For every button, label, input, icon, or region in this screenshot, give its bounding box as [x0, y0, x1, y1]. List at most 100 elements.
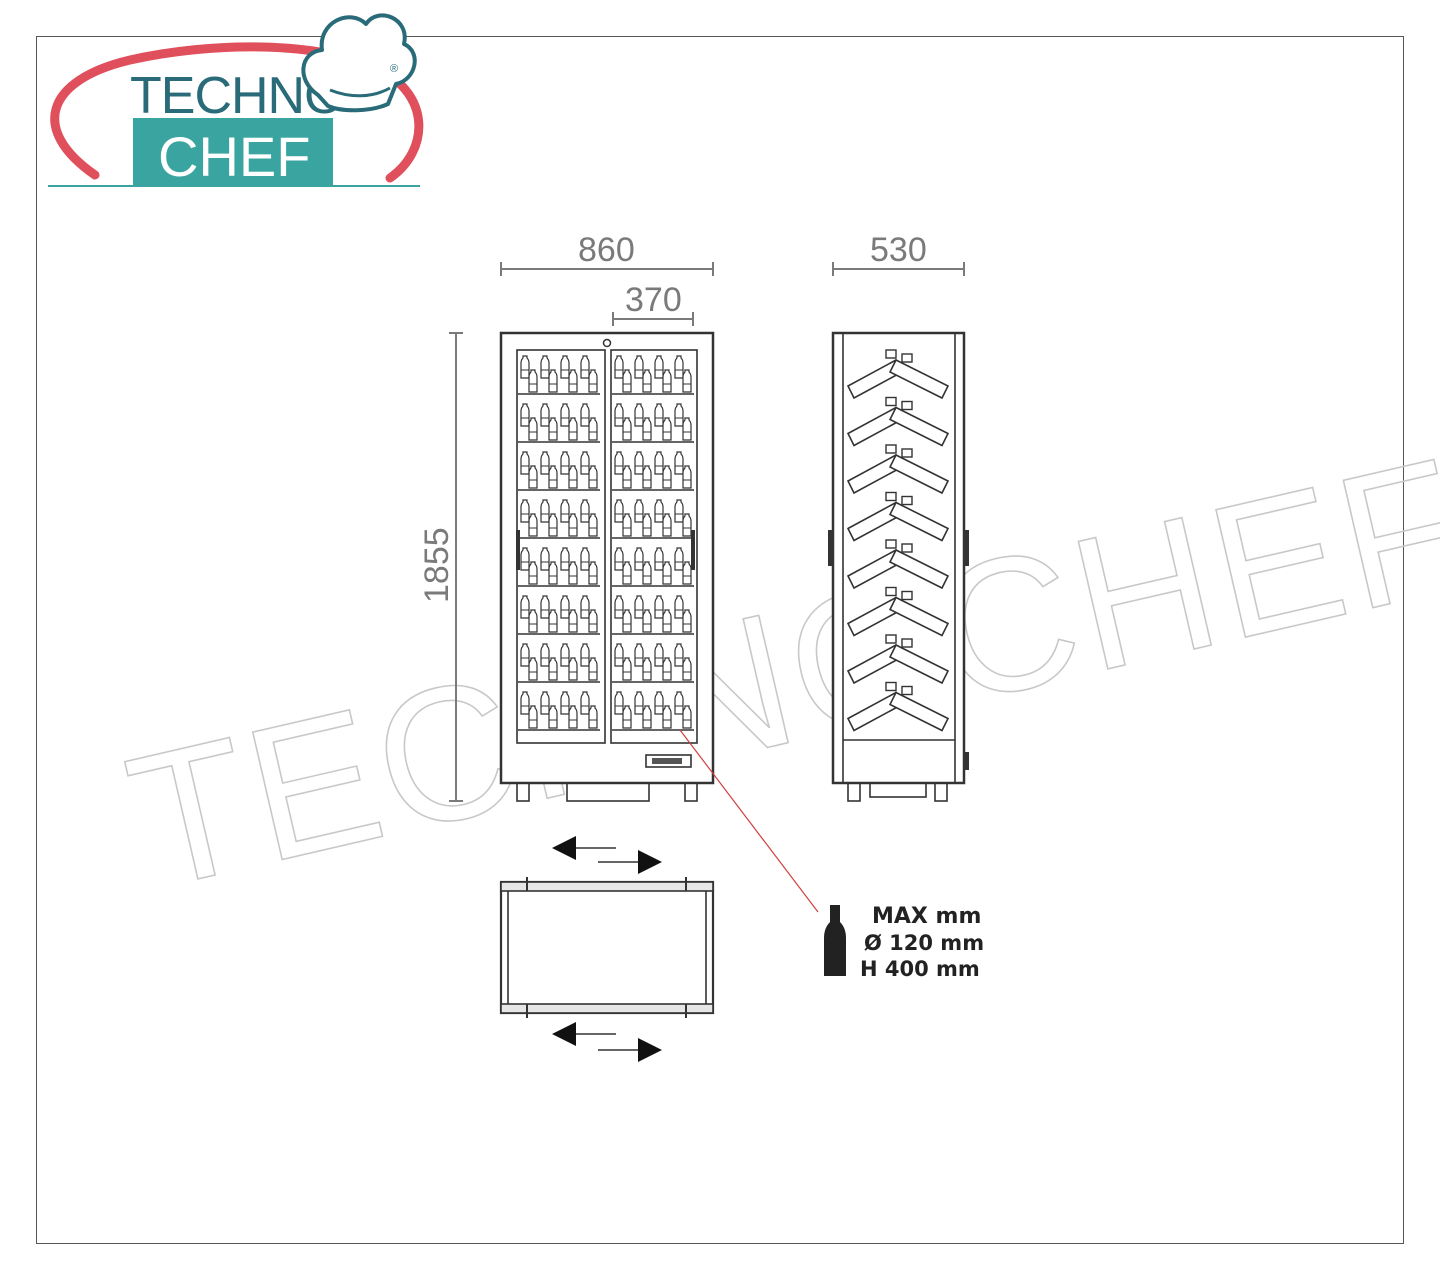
bottle-shape	[654, 403, 664, 427]
bottle-shape	[622, 513, 632, 537]
bottle-shape	[520, 643, 530, 667]
bottle-shape	[682, 609, 692, 633]
left-door-handle	[516, 530, 520, 570]
bottle-shape	[548, 465, 558, 489]
side-base-plinth	[869, 782, 927, 798]
front-foot-left	[516, 782, 530, 802]
bottle-icon	[824, 905, 846, 976]
bottle-shape	[560, 691, 570, 715]
bottle-shape	[580, 547, 590, 571]
front-bottle-racks	[518, 355, 694, 731]
bottle-shape	[568, 705, 578, 729]
bottle-shape	[662, 369, 672, 393]
bottle-shape	[528, 609, 538, 633]
bottle-shape	[674, 403, 684, 427]
bottle-shape	[580, 355, 590, 379]
bottle-shape	[528, 513, 538, 537]
bottle-shape	[568, 417, 578, 441]
bottle-shape	[622, 465, 632, 489]
bottle-shape	[548, 609, 558, 633]
leader-line	[679, 729, 819, 913]
bottle-spec-line3: H 400 mm	[860, 957, 980, 981]
logo-registered-mark: ®	[390, 63, 398, 75]
bottle-shape	[520, 691, 530, 715]
bottle-shape	[654, 643, 664, 667]
bottle-shape	[540, 403, 550, 427]
lock-icon	[602, 338, 612, 348]
bottle-shape	[614, 643, 624, 667]
bottle-shape	[580, 451, 590, 475]
bottle-shape	[548, 561, 558, 585]
bottle-shape	[588, 417, 598, 441]
bottle-shape	[560, 355, 570, 379]
bottle-shape	[588, 465, 598, 489]
bottle-shape	[634, 595, 644, 619]
dimension-lines	[449, 262, 965, 802]
bottle-shape	[548, 657, 558, 681]
bottle-shape	[588, 561, 598, 585]
bottle-shape	[614, 595, 624, 619]
side-handle-right	[964, 530, 969, 566]
bottle-shape	[588, 657, 598, 681]
bottle-shape	[674, 547, 684, 571]
bottle-shape	[540, 547, 550, 571]
bottle-shape	[520, 451, 530, 475]
bottle-shape	[528, 465, 538, 489]
bottle-shape	[622, 705, 632, 729]
bottle-shape	[622, 561, 632, 585]
bottle-shape	[520, 499, 530, 523]
bottle-shape	[642, 657, 652, 681]
bottle-shape	[654, 691, 664, 715]
bottle-shape	[674, 643, 684, 667]
bottle-shape	[674, 451, 684, 475]
bottle-shape	[662, 513, 672, 537]
bottle-shape	[674, 595, 684, 619]
bottle-shape	[528, 369, 538, 393]
bottle-shape	[674, 355, 684, 379]
bottle-shape	[642, 609, 652, 633]
dimension-depth-label: 530	[870, 231, 927, 269]
bottle-shape	[548, 513, 558, 537]
bottle-shape	[528, 417, 538, 441]
bottle-spec-line1: MAX mm	[872, 904, 981, 929]
bottle-shape	[568, 609, 578, 633]
right-door-glass	[610, 349, 698, 744]
bottle-shape	[642, 417, 652, 441]
bottle-shape	[654, 499, 664, 523]
front-foot-right	[684, 782, 698, 802]
bottle-shape	[642, 369, 652, 393]
bottle-shape	[682, 465, 692, 489]
bottle-shape	[588, 705, 598, 729]
bottle-shape	[614, 451, 624, 475]
bottle-shape	[662, 705, 672, 729]
bottle-shape	[614, 499, 624, 523]
bottle-shape	[662, 417, 672, 441]
bottle-shape	[588, 369, 598, 393]
bottle-shape	[662, 561, 672, 585]
bottle-shape	[634, 499, 644, 523]
bottle-shape	[568, 465, 578, 489]
bottle-shape	[540, 595, 550, 619]
bottle-shape	[580, 595, 590, 619]
bottle-shape	[528, 705, 538, 729]
drawing-frame	[36, 36, 1404, 1244]
side-view	[828, 331, 969, 802]
arrow-right-icon	[598, 1038, 662, 1062]
bottle-shape	[634, 451, 644, 475]
bottle-shape	[588, 609, 598, 633]
bottle-shape	[520, 595, 530, 619]
logo-arc	[50, 42, 424, 183]
bottle-shape	[642, 465, 652, 489]
bottle-shape	[654, 355, 664, 379]
bottle-shape	[622, 657, 632, 681]
watermark-text: TECHNOCHEF.IT	[112, 370, 1440, 930]
bottle-shape	[682, 657, 692, 681]
bottle-shape	[642, 705, 652, 729]
bottle-shape	[674, 691, 684, 715]
bottle-shape	[540, 643, 550, 667]
bottle-shape	[560, 643, 570, 667]
front-view	[499, 331, 715, 802]
bottle-shape	[560, 451, 570, 475]
side-foot-left	[847, 782, 861, 802]
